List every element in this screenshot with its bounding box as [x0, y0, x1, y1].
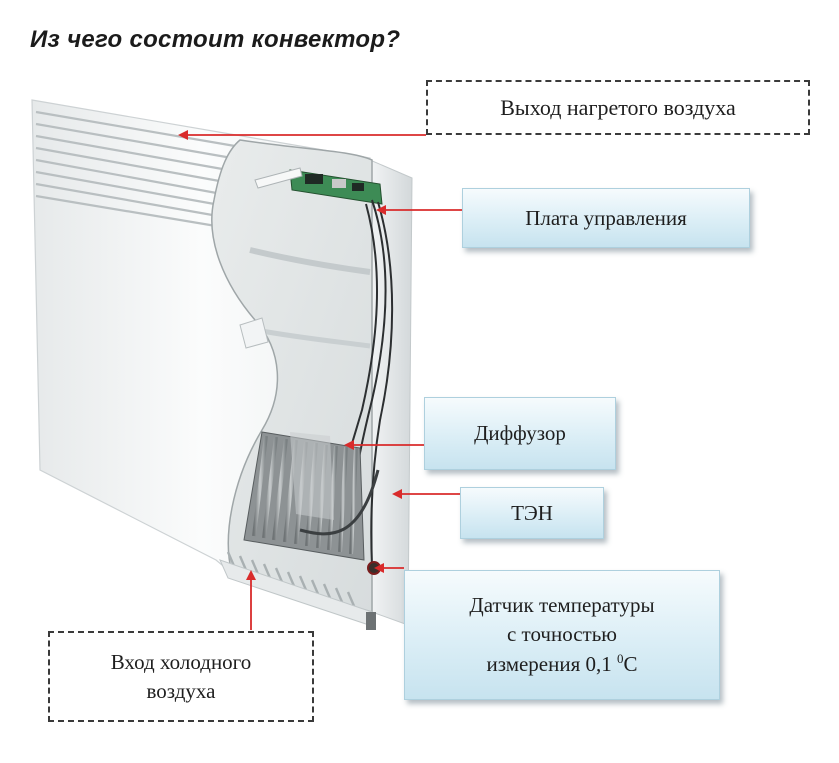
diffuser-fins	[243, 431, 365, 561]
interior-bracket	[239, 317, 269, 349]
heating-element-tube	[299, 469, 380, 536]
top-grille	[35, 110, 236, 228]
callout-arrows	[178, 130, 462, 630]
label-control-board: Плата управления	[462, 188, 750, 248]
interior-rib	[255, 327, 371, 349]
control-board	[254, 167, 383, 205]
page-title: Из чего состоит конвектор?	[30, 26, 401, 53]
housing-side	[369, 159, 413, 626]
label-cold-air-in: Вход холодного воздуха	[48, 631, 314, 722]
label-heating-element: ТЭН	[460, 487, 604, 539]
label-hot-air-out: Выход нагретого воздуха	[426, 80, 810, 135]
housing-foot	[366, 612, 376, 630]
interior-rib	[249, 247, 371, 275]
label-diffuser: Диффузор	[424, 397, 616, 470]
label-temperature-sensor: Датчик температуры с точностью измерения…	[404, 570, 720, 700]
